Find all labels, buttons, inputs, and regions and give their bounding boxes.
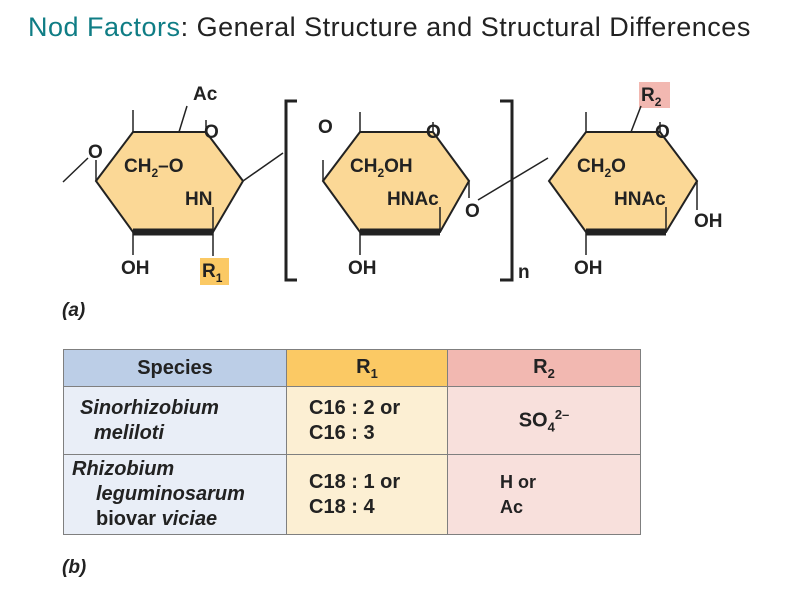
ring2-ring-oxygen: O (426, 122, 441, 143)
ring1-link-oxygen: O (88, 142, 103, 163)
r2-cell: SO42– (447, 386, 641, 455)
ring1-ac-label: Ac (193, 84, 218, 105)
ring1-ch2o-label: CH2–O (124, 156, 184, 180)
table-row: Rhizobium leguminosarum biovar viciae C1… (63, 454, 641, 535)
ring3-oh-label: OH (574, 258, 603, 279)
slide-title: Nod Factors: General Structure and Struc… (28, 11, 768, 44)
panel-label-b: (b) (62, 557, 86, 578)
header-r1: R1 (286, 349, 448, 387)
ring2-top-oxygen: O (318, 117, 333, 138)
r1-cell: C18 : 1 or C18 : 4 (286, 454, 448, 535)
ring3-ring-oxygen: O (655, 122, 670, 143)
r1-label: R1 (202, 261, 223, 285)
ring1-oh-label: OH (121, 258, 150, 279)
species-cell: Rhizobium leguminosarum biovar viciae (63, 454, 287, 535)
ring1-hn-label: HN (185, 189, 212, 210)
species-cell: Sinorhizobium meliloti (63, 386, 287, 455)
repeat-bracket (284, 99, 514, 282)
r1-highlight (200, 258, 229, 285)
sugar-ring-3 (547, 105, 699, 255)
r1-cell: C16 : 2 or C16 : 3 (286, 386, 448, 455)
ring3-oh-right-label: OH (694, 211, 723, 232)
ring1-ring-oxygen: O (204, 122, 219, 143)
table-row: Sinorhizobium meliloti C16 : 2 or C16 : … (63, 386, 641, 455)
ring3-ch2o-label: CH2O (577, 156, 626, 180)
header-r2: R2 (447, 349, 641, 387)
nod-factor-table: Species R1 R2 Sinorhizobium meliloti C16… (63, 349, 641, 535)
r2-highlight (639, 82, 670, 108)
repeat-n-label: n (518, 262, 530, 283)
ring2-oh-label: OH (348, 258, 377, 279)
ring2-link-oxygen: O (465, 201, 480, 222)
ring3-hnac-label: HNAc (614, 189, 666, 210)
r2-cell: H or Ac (447, 454, 641, 535)
ring2-ch2oh-label: CH2OH (350, 156, 413, 180)
header-species: Species (63, 349, 287, 387)
r2-label: R2 (641, 85, 662, 109)
table-header-row: Species R1 R2 (63, 349, 641, 387)
title-accent: Nod Factors (28, 12, 181, 42)
panel-label-a: (a) (62, 300, 85, 321)
sugar-ring-2 (321, 112, 549, 255)
title-rest: : General Structure and Structural Diffe… (180, 12, 751, 42)
ring2-hnac-label: HNAc (387, 189, 439, 210)
sugar-ring-1 (62, 105, 284, 256)
